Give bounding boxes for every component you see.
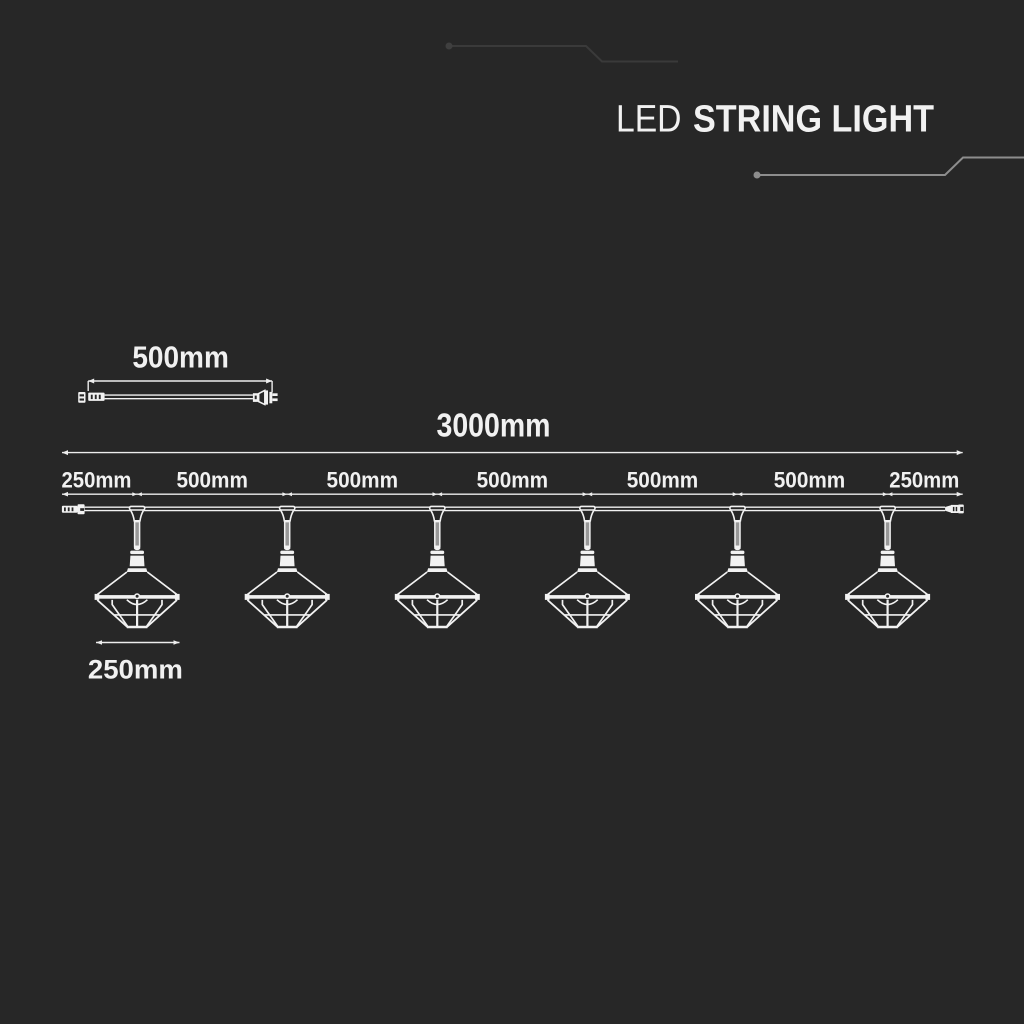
svg-text:500mm: 500mm <box>774 467 846 492</box>
svg-text:STRING LIGHT: STRING LIGHT <box>693 98 934 140</box>
svg-text:250mm: 250mm <box>889 467 959 492</box>
svg-text:500mm: 500mm <box>176 467 248 492</box>
svg-text:LED: LED <box>616 98 682 140</box>
svg-text:250mm: 250mm <box>62 467 132 492</box>
svg-text:500mm: 500mm <box>627 467 699 492</box>
svg-text:250mm: 250mm <box>88 654 183 684</box>
svg-text:500mm: 500mm <box>327 467 399 492</box>
svg-text:3000mm: 3000mm <box>437 407 551 444</box>
svg-text:500mm: 500mm <box>477 467 549 492</box>
svg-text:500mm: 500mm <box>132 340 229 374</box>
